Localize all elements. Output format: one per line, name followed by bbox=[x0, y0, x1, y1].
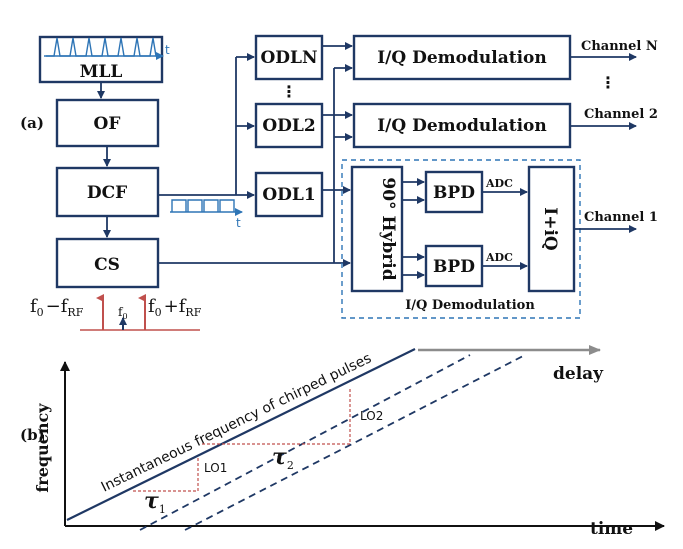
lo2-label: LO2 bbox=[360, 409, 383, 423]
chirp-line-dashed-lo1 bbox=[139, 354, 471, 531]
channel-dots: ⋮ bbox=[600, 73, 616, 92]
cs-label: CS bbox=[94, 255, 120, 275]
chirp-line-label: Instantaneous frequency of chirped pulse… bbox=[99, 350, 374, 495]
mll-label: MLL bbox=[80, 62, 123, 82]
adc-top-label: ADC bbox=[485, 177, 513, 190]
iq-combine-block: I+iQ bbox=[527, 165, 576, 293]
cs-block: CS bbox=[55, 237, 160, 289]
dcf-time-label: t bbox=[236, 216, 241, 230]
iq-demod-group-label: I/Q Demodulation bbox=[405, 298, 535, 313]
odl2-label: ODL2 bbox=[262, 116, 315, 136]
iq-combine-label: I+iQ bbox=[540, 207, 560, 251]
odln-label: ODLN bbox=[260, 48, 317, 68]
mll-pulse-train bbox=[46, 37, 158, 57]
of-label: OF bbox=[94, 114, 121, 134]
channel-1-label: Channel 1 bbox=[584, 210, 658, 225]
tau2-marker bbox=[202, 388, 351, 445]
dcf-label: DCF bbox=[87, 183, 127, 203]
odl-vertical-dots: ⋮ bbox=[281, 82, 297, 101]
spectrum-center-f0: f0 bbox=[118, 305, 128, 321]
spectrum-left-f0: f0−fRF bbox=[30, 296, 84, 319]
channel-2-label: Channel 2 bbox=[584, 107, 658, 122]
channel-n-label: Channel N bbox=[581, 39, 658, 54]
of-block: OF bbox=[55, 98, 160, 148]
panel-a-label: (a) bbox=[20, 114, 44, 132]
bpd-bottom-block: BPD bbox=[424, 244, 484, 288]
iq-demod-group-frame bbox=[341, 159, 581, 319]
iq-demod-2-label: I/Q Demodulation bbox=[377, 116, 547, 136]
odln-block: ODLN bbox=[254, 34, 324, 81]
chirp-line-solid bbox=[66, 348, 416, 521]
spectrum-right-f0: f0+fRF bbox=[148, 296, 202, 319]
rf-spectrum: f0−fRF f0+fRF f0 bbox=[30, 294, 202, 331]
odl1-label: ODL1 bbox=[262, 185, 315, 205]
frequency-axis-label: frequency bbox=[33, 403, 52, 493]
mll-block: t MLL bbox=[38, 35, 170, 84]
lo1-label: LO1 bbox=[204, 461, 227, 475]
tau1-label: τ1 bbox=[144, 488, 166, 516]
time-axis-label: time bbox=[590, 519, 633, 539]
iq-demod-n-label: I/Q Demodulation bbox=[377, 48, 547, 68]
dcf-block: DCF bbox=[55, 166, 160, 218]
iq-demod-n-block: I/Q Demodulation bbox=[352, 34, 572, 81]
bpd-top-block: BPD bbox=[424, 170, 484, 214]
odl1-block: ODL1 bbox=[254, 171, 324, 218]
dcf-pulse-train: t bbox=[170, 199, 243, 230]
hybrid-block: 90° Hybrid bbox=[350, 165, 404, 293]
iq-demod-2-block: I/Q Demodulation bbox=[352, 102, 572, 149]
delay-label: delay bbox=[553, 364, 604, 384]
tau1-marker bbox=[133, 458, 199, 492]
chirp-line-dashed-lo2 bbox=[184, 354, 526, 531]
bpd-bottom-label: BPD bbox=[433, 257, 475, 277]
mll-time-label: t bbox=[165, 43, 170, 57]
tau2-label: τ2 bbox=[272, 444, 294, 472]
odl2-block: ODL2 bbox=[254, 102, 324, 149]
bpd-top-label: BPD bbox=[433, 183, 475, 203]
hybrid-label: 90° Hybrid bbox=[378, 177, 398, 280]
panel-b-label: (b) bbox=[20, 426, 45, 444]
adc-bottom-label: ADC bbox=[485, 251, 513, 264]
